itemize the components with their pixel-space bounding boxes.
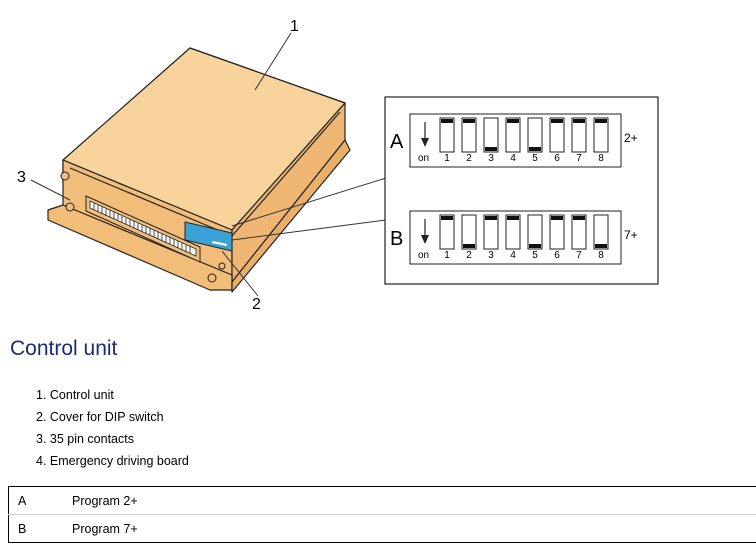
dip-switch-knob	[595, 244, 607, 248]
parts-list: 1. Control unit 2. Cover for DIP switch …	[36, 386, 189, 474]
dip-switch-2	[461, 117, 477, 153]
callout-leaders	[30, 32, 387, 297]
dip-switch-number: 7	[576, 250, 582, 261]
list-item: 4. Emergency driving board	[36, 454, 189, 468]
dip-switch-knob	[529, 147, 541, 151]
dip-switch-number: 8	[598, 153, 604, 164]
callout-2: 2	[252, 296, 261, 313]
dip-switch-number: 1	[444, 153, 450, 164]
list-item: 3. 35 pin contacts	[36, 432, 134, 446]
dip-on-label: on	[418, 153, 429, 164]
dip-switch-3	[483, 214, 499, 250]
dip-switch-number: 5	[532, 250, 538, 261]
dip-switch-8	[593, 117, 609, 153]
dip-row-label: B	[390, 228, 403, 250]
program-value: Program 7+	[72, 521, 138, 536]
table-row: A Program 2+	[8, 486, 756, 515]
dip-switch-knob	[463, 244, 475, 248]
dip-switch-number: 3	[488, 250, 494, 261]
dip-switch-knob	[485, 216, 497, 220]
dip-switch-6	[549, 214, 565, 250]
control-unit-illustration: 1 3 2 Aon 1 2 3 4 5 6 7 8 2+ Bon 1 2 3 4 5 6 7 8 7+	[17, 18, 659, 313]
dip-switch-rows: Aon 1 2 3 4 5 6 7 8 2+ Bon 1 2 3 4 5 6 7 8 7+	[390, 113, 638, 265]
mounting-holes	[60, 171, 226, 283]
dip-switch-4	[505, 214, 521, 250]
callout-1: 1	[290, 18, 299, 35]
callout-3: 3	[17, 169, 26, 186]
dip-switch-knob	[507, 216, 519, 220]
dip-switch-number: 2	[466, 153, 472, 164]
dip-program-label: 7+	[624, 228, 638, 242]
dip-switch-knob	[551, 216, 563, 220]
dip-switch-number: 4	[510, 250, 516, 261]
dip-row-label: A	[390, 131, 404, 153]
program-value: Program 2+	[72, 486, 756, 515]
dip-switch-cover	[184, 221, 233, 252]
dip-program-label: 2+	[624, 131, 638, 145]
down-arrow-icon	[421, 138, 429, 147]
program-table: A Program 2+ B Program 7+	[8, 486, 756, 543]
dip-switch-number: 7	[576, 153, 582, 164]
list-item: 2. Cover for DIP switch	[36, 410, 164, 424]
dip-switch-knob	[485, 147, 497, 151]
dip-switch-knob	[441, 216, 453, 220]
dip-switch-number: 8	[598, 250, 604, 261]
table-row: B Program 7+	[9, 515, 756, 543]
dip-switch-1	[439, 214, 455, 250]
dip-switch-6	[549, 117, 565, 153]
dip-switch-number: 3	[488, 153, 494, 164]
dip-switch-3	[483, 117, 499, 153]
dip-switch-number: 6	[554, 153, 560, 164]
dip-switch-knob	[573, 119, 585, 123]
dip-switch-knob	[441, 119, 453, 123]
pin-contacts-connector	[85, 195, 201, 263]
dip-switch-knob	[595, 119, 607, 123]
dip-switch-number: 5	[532, 153, 538, 164]
program-key: A	[8, 486, 72, 515]
dip-switch-4	[505, 117, 521, 153]
dip-switch-knob	[463, 119, 475, 123]
dip-switch-number: 1	[444, 250, 450, 261]
dip-on-label: on	[418, 250, 429, 261]
dip-switch-8	[593, 214, 609, 250]
dip-switch-knob	[507, 119, 519, 123]
page-title: Control unit	[10, 337, 118, 360]
dip-switch-knob	[551, 119, 563, 123]
dip-switch-7	[571, 117, 587, 153]
dip-switch-knob	[573, 216, 585, 220]
dip-switch-7	[571, 214, 587, 250]
dip-switch-number: 4	[510, 153, 516, 164]
down-arrow-icon	[421, 235, 429, 244]
program-key: B	[18, 521, 27, 536]
dip-switch-knob	[529, 244, 541, 248]
dip-switch-1	[439, 117, 455, 153]
dip-switch-number: 2	[466, 250, 472, 261]
list-item: 1. Control unit	[36, 388, 114, 402]
dip-switch-number: 6	[554, 250, 560, 261]
dip-switch-5	[527, 117, 543, 153]
dip-switch-2	[461, 214, 477, 250]
dip-switch-5	[527, 214, 543, 250]
control-unit-housing	[47, 47, 351, 293]
